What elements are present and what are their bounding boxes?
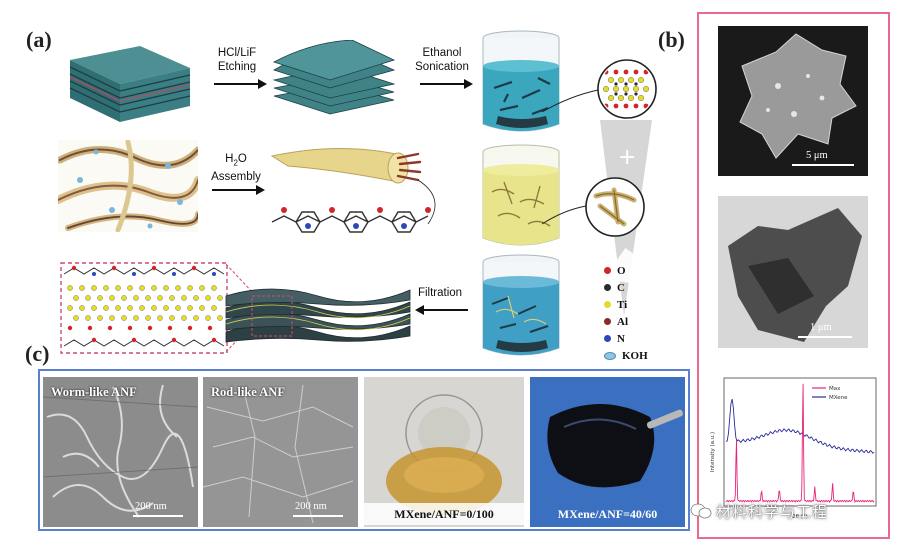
photo-film-0-100: MXene/ANF=0/100 <box>364 377 524 527</box>
panel-b-frame <box>697 12 890 539</box>
legend-label-max: Max <box>829 386 841 392</box>
legend-dot <box>604 335 611 342</box>
scale-label-200nm: 200 nm <box>295 501 327 512</box>
panel-b-label: (b) <box>658 27 685 52</box>
series-line-mxene <box>725 398 875 454</box>
arrow-left-icon <box>415 305 468 315</box>
black-film-image <box>547 404 683 488</box>
film-1-caption: MXene/ANF=0/100 <box>394 507 494 521</box>
watermark-text: 材料科学与工程 <box>716 503 829 521</box>
panel-a-label: (a) <box>26 27 52 52</box>
legend-dot <box>604 318 611 325</box>
anf-fiber-bundle <box>58 140 198 232</box>
etching-step-label: HCl/LiF Etching <box>217 47 257 73</box>
scale-bar <box>798 336 852 338</box>
koh-droplet-icon <box>604 351 616 360</box>
svg-text:+: + <box>618 145 636 170</box>
mxene-flake-shape <box>739 33 857 159</box>
etched-mxene-stack <box>272 40 396 115</box>
arrow-right-icon <box>420 79 473 89</box>
worm-texture <box>43 384 198 518</box>
scale-label-5um: 5 μm <box>806 150 828 161</box>
zoom-leader-line <box>541 205 587 225</box>
worm-like-anf-label: Worm-like ANF <box>51 385 137 399</box>
legend-item-al: Al <box>604 313 664 330</box>
legend-label-mxene: MXene <box>829 395 848 401</box>
photo-film-40-60: MXene/ANF=40/60 <box>530 377 685 527</box>
panel-c-label: (c) <box>25 341 50 366</box>
rod-like-anf-label: Rod-like ANF <box>211 385 285 399</box>
anf-fiber-zoom <box>585 177 645 237</box>
sem-image-mxene-flake: 5 μm <box>718 26 868 176</box>
legend-dot <box>604 267 611 274</box>
arrow-right-icon <box>212 185 265 195</box>
x-axis-label: 2θ (°) <box>792 514 808 520</box>
assembly-step-label: H2O Assembly <box>211 153 261 184</box>
beaker-mixed-dispersion <box>482 254 560 356</box>
legend-item-o: O <box>604 262 664 279</box>
sonication-step-label: Ethanol Sonication <box>415 47 469 73</box>
legend-dot <box>604 301 611 308</box>
legend-dot <box>604 284 611 291</box>
arrow-right-icon <box>214 79 267 89</box>
mxene-anf-film-stack <box>225 288 411 343</box>
film-2-caption: MXene/ANF=40/60 <box>557 507 658 521</box>
scale-bar <box>133 515 183 517</box>
scale-label-200nm: 200 nm <box>135 501 167 512</box>
zoom-leader-line <box>541 89 599 113</box>
filtration-step-label: Filtration <box>417 287 463 299</box>
beaker-anf-dispersion <box>482 144 560 246</box>
layered-structure-zoom <box>60 262 228 354</box>
anf-nanofiber-model <box>270 148 436 233</box>
sem-image-rod-like-anf: Rod-like ANF 200 nm <box>203 377 358 527</box>
y-axis-label: Intensity (a.u.) <box>710 432 716 472</box>
wechat-logo-icon <box>690 502 712 520</box>
series-line-max <box>725 383 875 504</box>
scale-label-1um: 1 μm <box>810 322 832 333</box>
scale-bar <box>293 515 343 517</box>
mxene-crystal-zoom <box>597 59 657 119</box>
atom-legend: O C Ti Al N KOH <box>604 262 664 364</box>
legend-item-koh: KOH <box>604 347 664 364</box>
rod-texture <box>203 384 354 524</box>
transparent-film-image <box>386 394 502 515</box>
scale-bar <box>792 164 854 166</box>
legend-item-n: N <box>604 330 664 347</box>
xrd-series-group <box>725 383 875 504</box>
panel-c-frame <box>38 369 690 531</box>
sem-image-worm-like-anf: Worm-like ANF 200 nm <box>43 377 198 527</box>
legend-item-c: C <box>604 279 664 296</box>
legend-item-ti: Ti <box>604 296 664 313</box>
mxene-sheet-shape <box>728 208 862 342</box>
chart-plot-area <box>723 377 877 507</box>
xrd-chart: Max MXene Intensity (a.u.) 2θ (°) <box>710 377 877 520</box>
chart-legend: Max MXene <box>812 386 848 401</box>
beaker-mxene-dispersion <box>482 30 560 132</box>
max-phase-block <box>69 46 191 122</box>
film-1-caption-bar <box>364 503 524 525</box>
tem-image-mxene-sheet: 1 μm <box>718 196 868 348</box>
